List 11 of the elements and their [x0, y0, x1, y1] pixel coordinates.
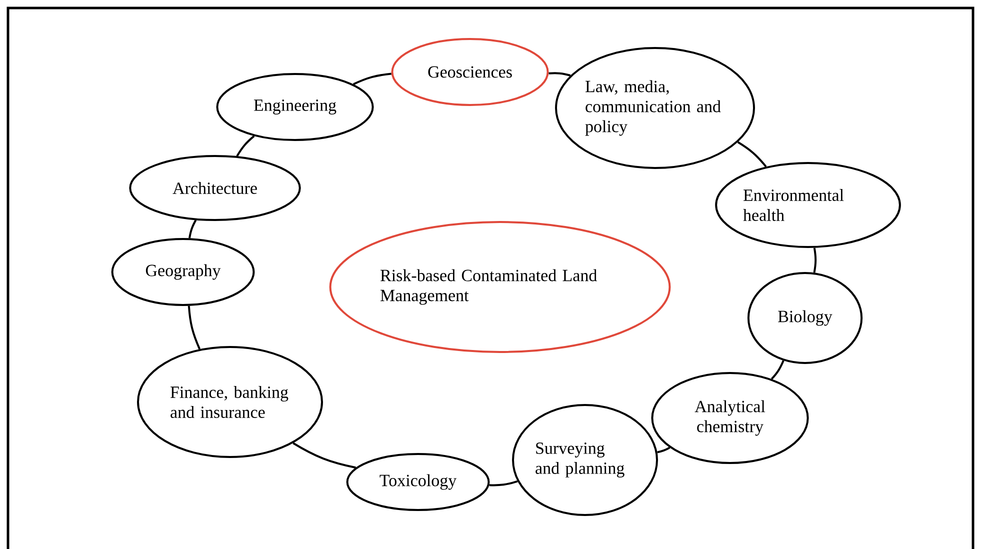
- connector-line: [188, 306, 201, 350]
- connector-line: [737, 141, 767, 168]
- connector-line: [770, 360, 784, 380]
- connector-line: [188, 220, 197, 238]
- connector-line: [657, 446, 670, 454]
- connector-line: [813, 248, 817, 273]
- connector-line: [489, 480, 518, 486]
- connector-line: [236, 135, 255, 157]
- connector-line: [292, 442, 356, 469]
- connector-line: [548, 72, 571, 76]
- connector-line: [353, 72, 392, 86]
